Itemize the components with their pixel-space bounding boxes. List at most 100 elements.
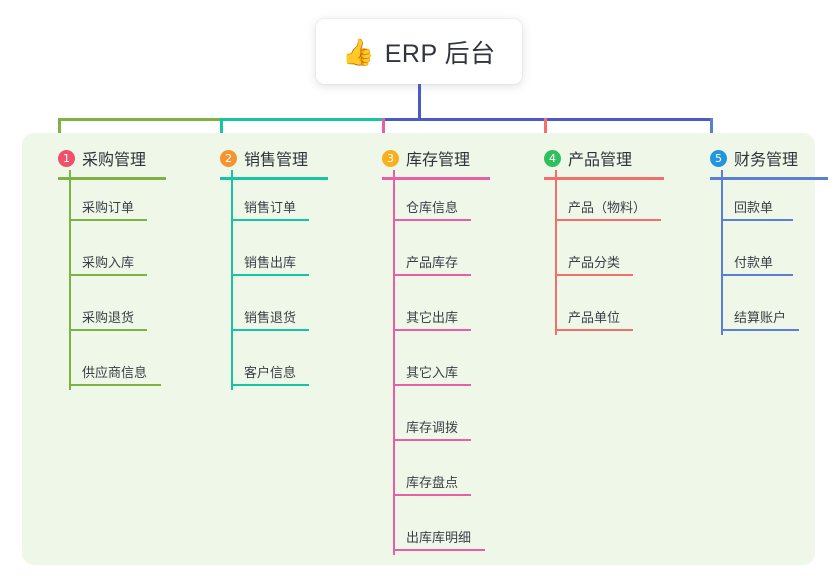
- branch-item[interactable]: 产品（物料）: [524, 170, 661, 225]
- branch-item-label: 供应商信息: [82, 365, 148, 380]
- branch-item-underline: [393, 329, 471, 331]
- trunk-connector: [418, 84, 421, 121]
- branch-item-underline: [555, 274, 633, 276]
- branch-item[interactable]: 仓库信息: [362, 170, 471, 225]
- branch-item[interactable]: 销售退货: [200, 280, 309, 335]
- branch-item-label: 产品库存: [406, 255, 459, 270]
- branch-item[interactable]: 产品单位: [524, 280, 633, 335]
- branch-item[interactable]: 结算账户: [690, 280, 799, 335]
- branch-item-label: 销售退货: [244, 310, 297, 325]
- branch-spine: [721, 170, 723, 335]
- branch-item-label: 采购退货: [82, 310, 135, 325]
- branch-stub-4: [544, 118, 547, 146]
- branch-title: 销售管理: [244, 152, 309, 169]
- branch-underline: [220, 177, 328, 180]
- branch-item-label: 库存盘点: [406, 475, 459, 490]
- thumbs-up-icon: 👍: [342, 36, 375, 67]
- branch-item[interactable]: 其它出库: [362, 280, 471, 335]
- branch-underline: [382, 177, 490, 180]
- branch-header-5[interactable]: 5 财务管理: [690, 146, 828, 180]
- branch-item-label: 结算账户: [734, 310, 787, 325]
- branch-items-1: 采购订单采购入库采购退货供应商信息: [38, 170, 161, 390]
- branch-underline: [544, 177, 664, 180]
- branch-title: 库存管理: [406, 152, 471, 169]
- branch-spine: [555, 170, 557, 335]
- branch-items-3: 仓库信息产品库存其它出库其它入库库存调拨库存盘点出库库明细: [362, 170, 485, 555]
- branch-item-label: 出库库明细: [406, 530, 472, 545]
- branch-item-underline: [231, 329, 309, 331]
- branch-item-underline: [393, 549, 485, 551]
- branch-item[interactable]: 付款单: [690, 225, 798, 280]
- branch-stub-1: [58, 118, 61, 146]
- branch-item[interactable]: 产品库存: [362, 225, 471, 280]
- branch-item[interactable]: 销售订单: [200, 170, 309, 225]
- branch-column-5: 5 财务管理回款单付款单结算账户: [690, 146, 828, 335]
- bus-segment-3: [382, 118, 713, 121]
- branch-stub-3: [382, 118, 385, 146]
- bus-segment-2: [220, 118, 382, 121]
- branch-item-underline: [231, 384, 309, 386]
- branch-item-underline: [231, 219, 309, 221]
- branch-item-label: 回款单: [734, 200, 774, 215]
- branch-item-label: 产品（物料）: [568, 200, 647, 215]
- root-node-erp-backend[interactable]: 👍 ERP 后台: [316, 19, 522, 84]
- branch-item[interactable]: 采购退货: [38, 280, 147, 335]
- branch-underline: [710, 177, 828, 180]
- branch-stub-5: [710, 118, 713, 146]
- branch-item-label: 付款单: [734, 255, 774, 270]
- branch-item-underline: [555, 219, 661, 221]
- branch-spine: [69, 170, 71, 390]
- branch-item-underline: [69, 384, 161, 386]
- branch-title: 产品管理: [568, 152, 633, 169]
- branch-item[interactable]: 销售出库: [200, 225, 309, 280]
- branch-index-badge: 1: [58, 149, 75, 167]
- branch-items-4: 产品（物料） 产品分类产品单位: [524, 170, 661, 335]
- branch-item[interactable]: 客户信息: [200, 335, 309, 390]
- root-node-label: ERP 后台: [384, 39, 496, 68]
- branch-item-label: 产品单位: [568, 310, 621, 325]
- branch-item-underline: [721, 329, 799, 331]
- branch-item-underline: [69, 329, 147, 331]
- branch-item-label: 销售订单: [244, 200, 297, 215]
- branch-item-label: 其它入库: [406, 365, 459, 380]
- branch-item[interactable]: 出库库明细: [362, 500, 485, 555]
- branch-item[interactable]: 产品分类: [524, 225, 633, 280]
- branch-item[interactable]: 供应商信息: [38, 335, 161, 390]
- branch-item-label: 采购入库: [82, 255, 135, 270]
- bus-segment-1: [58, 118, 220, 121]
- branch-item[interactable]: 回款单: [690, 170, 798, 225]
- branch-item-label: 产品分类: [568, 255, 621, 270]
- branch-items-2: 销售订单销售出库销售退货客户信息: [200, 170, 309, 390]
- branch-header-2[interactable]: 2 销售管理: [200, 146, 328, 180]
- branch-item-label: 其它出库: [406, 310, 459, 325]
- branch-underline: [58, 177, 166, 180]
- branch-item-label: 库存调拨: [406, 420, 459, 435]
- branch-item[interactable]: 库存盘点: [362, 445, 471, 500]
- branch-index-badge: 2: [220, 149, 237, 167]
- branch-stub-2: [220, 118, 223, 146]
- branch-item-label: 仓库信息: [406, 200, 459, 215]
- branch-title: 财务管理: [734, 152, 799, 169]
- branch-spine: [393, 170, 395, 555]
- branch-item-underline: [393, 494, 471, 496]
- branch-item-label: 客户信息: [244, 365, 297, 380]
- branch-item[interactable]: 其它入库: [362, 335, 471, 390]
- branch-item-underline: [393, 384, 471, 386]
- branch-item-underline: [69, 274, 147, 276]
- branch-item[interactable]: 采购订单: [38, 170, 147, 225]
- branch-spine: [231, 170, 233, 390]
- branch-index-badge: 5: [710, 149, 727, 167]
- branch-item-label: 销售出库: [244, 255, 297, 270]
- branch-item-underline: [555, 329, 633, 331]
- branch-item-label: 采购订单: [82, 200, 135, 215]
- branch-item[interactable]: 采购入库: [38, 225, 147, 280]
- branch-item[interactable]: 库存调拨: [362, 390, 471, 445]
- branch-item-underline: [721, 274, 793, 276]
